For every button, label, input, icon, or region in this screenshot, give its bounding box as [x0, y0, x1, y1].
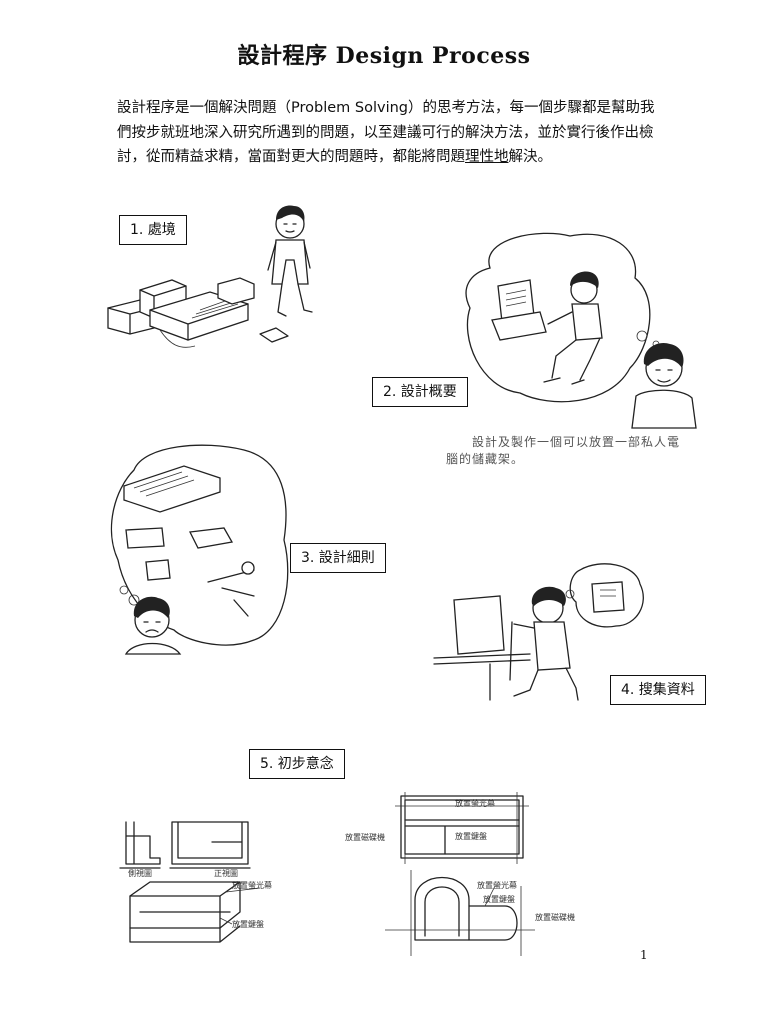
monitor-slot-label-top: 放置螢光幕	[455, 798, 495, 808]
step-2-label: 2. 設計概要	[372, 377, 468, 407]
design-brief-caption: 設計及製作一個可以放置一部私人電 腦的儲藏架。	[446, 434, 682, 468]
design-brief-caption-line-2: 腦的儲藏架。	[446, 452, 525, 466]
intro-text-end: 解決。	[508, 149, 553, 165]
keyboard-slot-label-top: 放置鍵盤	[455, 831, 487, 841]
step-4-label: 4. 搜集資料	[610, 675, 706, 705]
keyboard-slot-label-bottom: 放置鍵盤	[483, 894, 515, 904]
disk-drive-slot-label-bottom: 放置磁碟機	[535, 912, 575, 922]
situation-illustration	[107, 205, 313, 348]
intro-paragraph: 設計程序是一個解決問題（Problem Solving）的思考方法，每一個步驟都…	[117, 96, 662, 170]
monitor-slot-label-left: 放置螢光幕	[232, 880, 272, 890]
preliminary-sketch-left: 側視圖 正視圖 放置螢光幕 放置鍵盤	[119, 821, 272, 943]
intro-underlined-text: 理性地	[465, 149, 509, 165]
step-1-label: 1. 處境	[119, 215, 187, 245]
side-view-label: 側視圖	[128, 868, 152, 878]
intro-text: 設計程序是一個解決問題（Problem Solving）的思考方法，每一個步驟都…	[117, 100, 655, 165]
front-view-label: 正視圖	[214, 869, 238, 878]
design-brief-illustration	[465, 232, 697, 429]
monitor-slot-label-bottom: 放置螢光幕	[477, 880, 517, 890]
step-3-label: 3. 設計細則	[290, 543, 386, 573]
information-gathering-illustration	[433, 563, 644, 701]
preliminary-sketch-right: 放置螢光幕 放置鍵盤 放置磁碟機 放置螢光幕 放置鍵盤 放置磁碟機	[345, 792, 575, 956]
page-number: 1	[640, 948, 648, 962]
keyboard-slot-label-left: 放置鍵盤	[232, 919, 264, 929]
page-title: 設計程序 Design Process	[237, 43, 531, 69]
step-5-label: 5. 初步意念	[249, 749, 345, 779]
disk-drive-slot-label-top: 放置磁碟機	[345, 832, 385, 842]
design-brief-caption-line-1: 設計及製作一個可以放置一部私人電	[472, 435, 681, 449]
design-specification-illustration	[110, 444, 289, 655]
